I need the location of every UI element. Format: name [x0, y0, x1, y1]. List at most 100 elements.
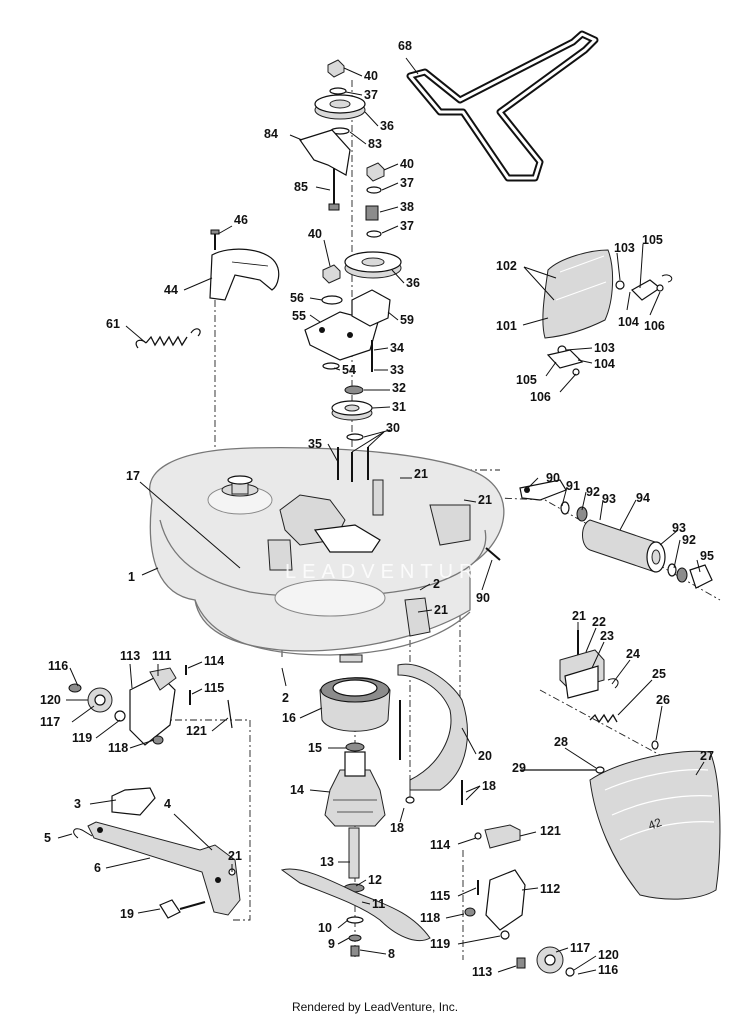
callout-120: 120 — [598, 948, 619, 962]
callout-104: 104 — [618, 315, 639, 329]
tension-spring — [135, 328, 201, 349]
callout-94: 94 — [636, 491, 650, 505]
callout-61: 61 — [106, 317, 120, 331]
callout-55: 55 — [292, 309, 306, 323]
callout-36: 36 — [380, 119, 394, 133]
callout-93: 93 — [602, 492, 616, 506]
callout-95: 95 — [700, 549, 714, 563]
callout-117: 117 — [570, 941, 590, 955]
callout-59: 59 — [400, 313, 414, 327]
callout-85: 85 — [294, 180, 308, 194]
callout-23: 23 — [600, 629, 614, 643]
height-lift-link-assembly — [73, 787, 241, 919]
callout-22: 22 — [592, 615, 606, 629]
callout-91: 91 — [566, 479, 580, 493]
callout-24: 24 — [626, 647, 640, 661]
callout-26: 26 — [656, 693, 670, 707]
callout-37: 37 — [400, 176, 414, 190]
callout-84: 84 — [264, 127, 278, 141]
callout-14: 14 — [290, 783, 304, 797]
callout-118: 118 — [108, 741, 128, 755]
callout-20: 20 — [478, 749, 492, 763]
left-gauge-wheel-assembly — [68, 665, 233, 746]
callout-116: 116 — [48, 659, 68, 673]
callout-93: 93 — [672, 521, 686, 535]
stabilizer-arm — [397, 663, 468, 805]
callout-16: 16 — [282, 711, 296, 725]
callout-114: 114 — [204, 654, 224, 668]
callout-56: 56 — [290, 291, 304, 305]
callout-28: 28 — [554, 735, 568, 749]
watermark-text: LEADVENTURE — [285, 561, 499, 583]
callout-121: 121 — [186, 724, 207, 738]
callout-92: 92 — [586, 485, 600, 499]
discharge-chute: 42 — [520, 750, 721, 900]
callout-120: 120 — [40, 693, 61, 707]
callout-105: 105 — [516, 373, 537, 387]
deflector-shield-assembly — [542, 249, 673, 376]
footer-credit: Rendered by LeadVenture, Inc. — [291, 1000, 459, 1014]
callout-21: 21 — [434, 603, 448, 617]
callout-40: 40 — [364, 69, 378, 83]
callout-37: 37 — [364, 88, 378, 102]
callout-27: 27 — [700, 749, 714, 763]
callout-113: 113 — [472, 965, 492, 979]
callout-37: 37 — [400, 219, 414, 233]
right-gauge-wheel-assembly — [464, 824, 575, 977]
leader-lines — [57, 57, 705, 975]
callout-36: 36 — [406, 276, 420, 290]
callout-1: 1 — [128, 570, 135, 584]
callout-103: 103 — [614, 241, 635, 255]
callout-32: 32 — [392, 381, 406, 395]
callout-15: 15 — [308, 741, 322, 755]
mower-deck: LEADVENTURE — [149, 446, 505, 663]
callout-44: 44 — [164, 283, 178, 297]
callout-18: 18 — [482, 779, 496, 793]
callout-30: 30 — [386, 421, 400, 435]
callout-101: 101 — [496, 319, 517, 333]
callout-40: 40 — [308, 227, 322, 241]
callout-5: 5 — [44, 831, 51, 845]
upper-pulley-stack — [299, 59, 366, 211]
callout-21: 21 — [478, 493, 492, 507]
callout-21: 21 — [414, 467, 428, 481]
callout-10: 10 — [318, 921, 332, 935]
callout-33: 33 — [390, 363, 404, 377]
callout-111: 111 — [152, 649, 172, 663]
callout-104: 104 — [594, 357, 615, 371]
callout-21: 21 — [228, 849, 242, 863]
callout-31: 31 — [392, 400, 406, 414]
callout-114: 114 — [430, 838, 450, 852]
callout-119: 119 — [72, 731, 92, 745]
callout-2: 2 — [282, 691, 289, 705]
callout-118: 118 — [420, 911, 440, 925]
callout-54: 54 — [342, 363, 356, 377]
callout-4: 4 — [164, 797, 171, 811]
callout-38: 38 — [400, 200, 414, 214]
drive-belt — [406, 30, 599, 182]
callout-106: 106 — [530, 390, 551, 404]
callout-6: 6 — [94, 861, 101, 875]
callout-17: 17 — [126, 469, 140, 483]
middle-pulley-stack — [344, 162, 402, 279]
callout-105: 105 — [642, 233, 663, 247]
callout-90: 90 — [546, 471, 560, 485]
idler-arm-assembly — [304, 264, 391, 372]
callout-18: 18 — [390, 821, 404, 835]
callout-102: 102 — [496, 259, 517, 273]
callout-21: 21 — [572, 609, 586, 623]
callout-13: 13 — [320, 855, 334, 869]
callout-40: 40 — [400, 157, 414, 171]
callout-25: 25 — [652, 667, 666, 681]
callout-121: 121 — [540, 824, 561, 838]
callout-119: 119 — [430, 937, 450, 951]
callout-8: 8 — [388, 947, 395, 961]
callout-29: 29 — [512, 761, 526, 775]
rear-roller-assembly — [485, 479, 713, 589]
callout-90: 90 — [476, 591, 490, 605]
callout-2: 2 — [433, 577, 440, 591]
callout-106: 106 — [644, 319, 665, 333]
callout-34: 34 — [390, 341, 404, 355]
callout-112: 112 — [540, 882, 560, 896]
callout-11: 11 — [372, 897, 385, 911]
